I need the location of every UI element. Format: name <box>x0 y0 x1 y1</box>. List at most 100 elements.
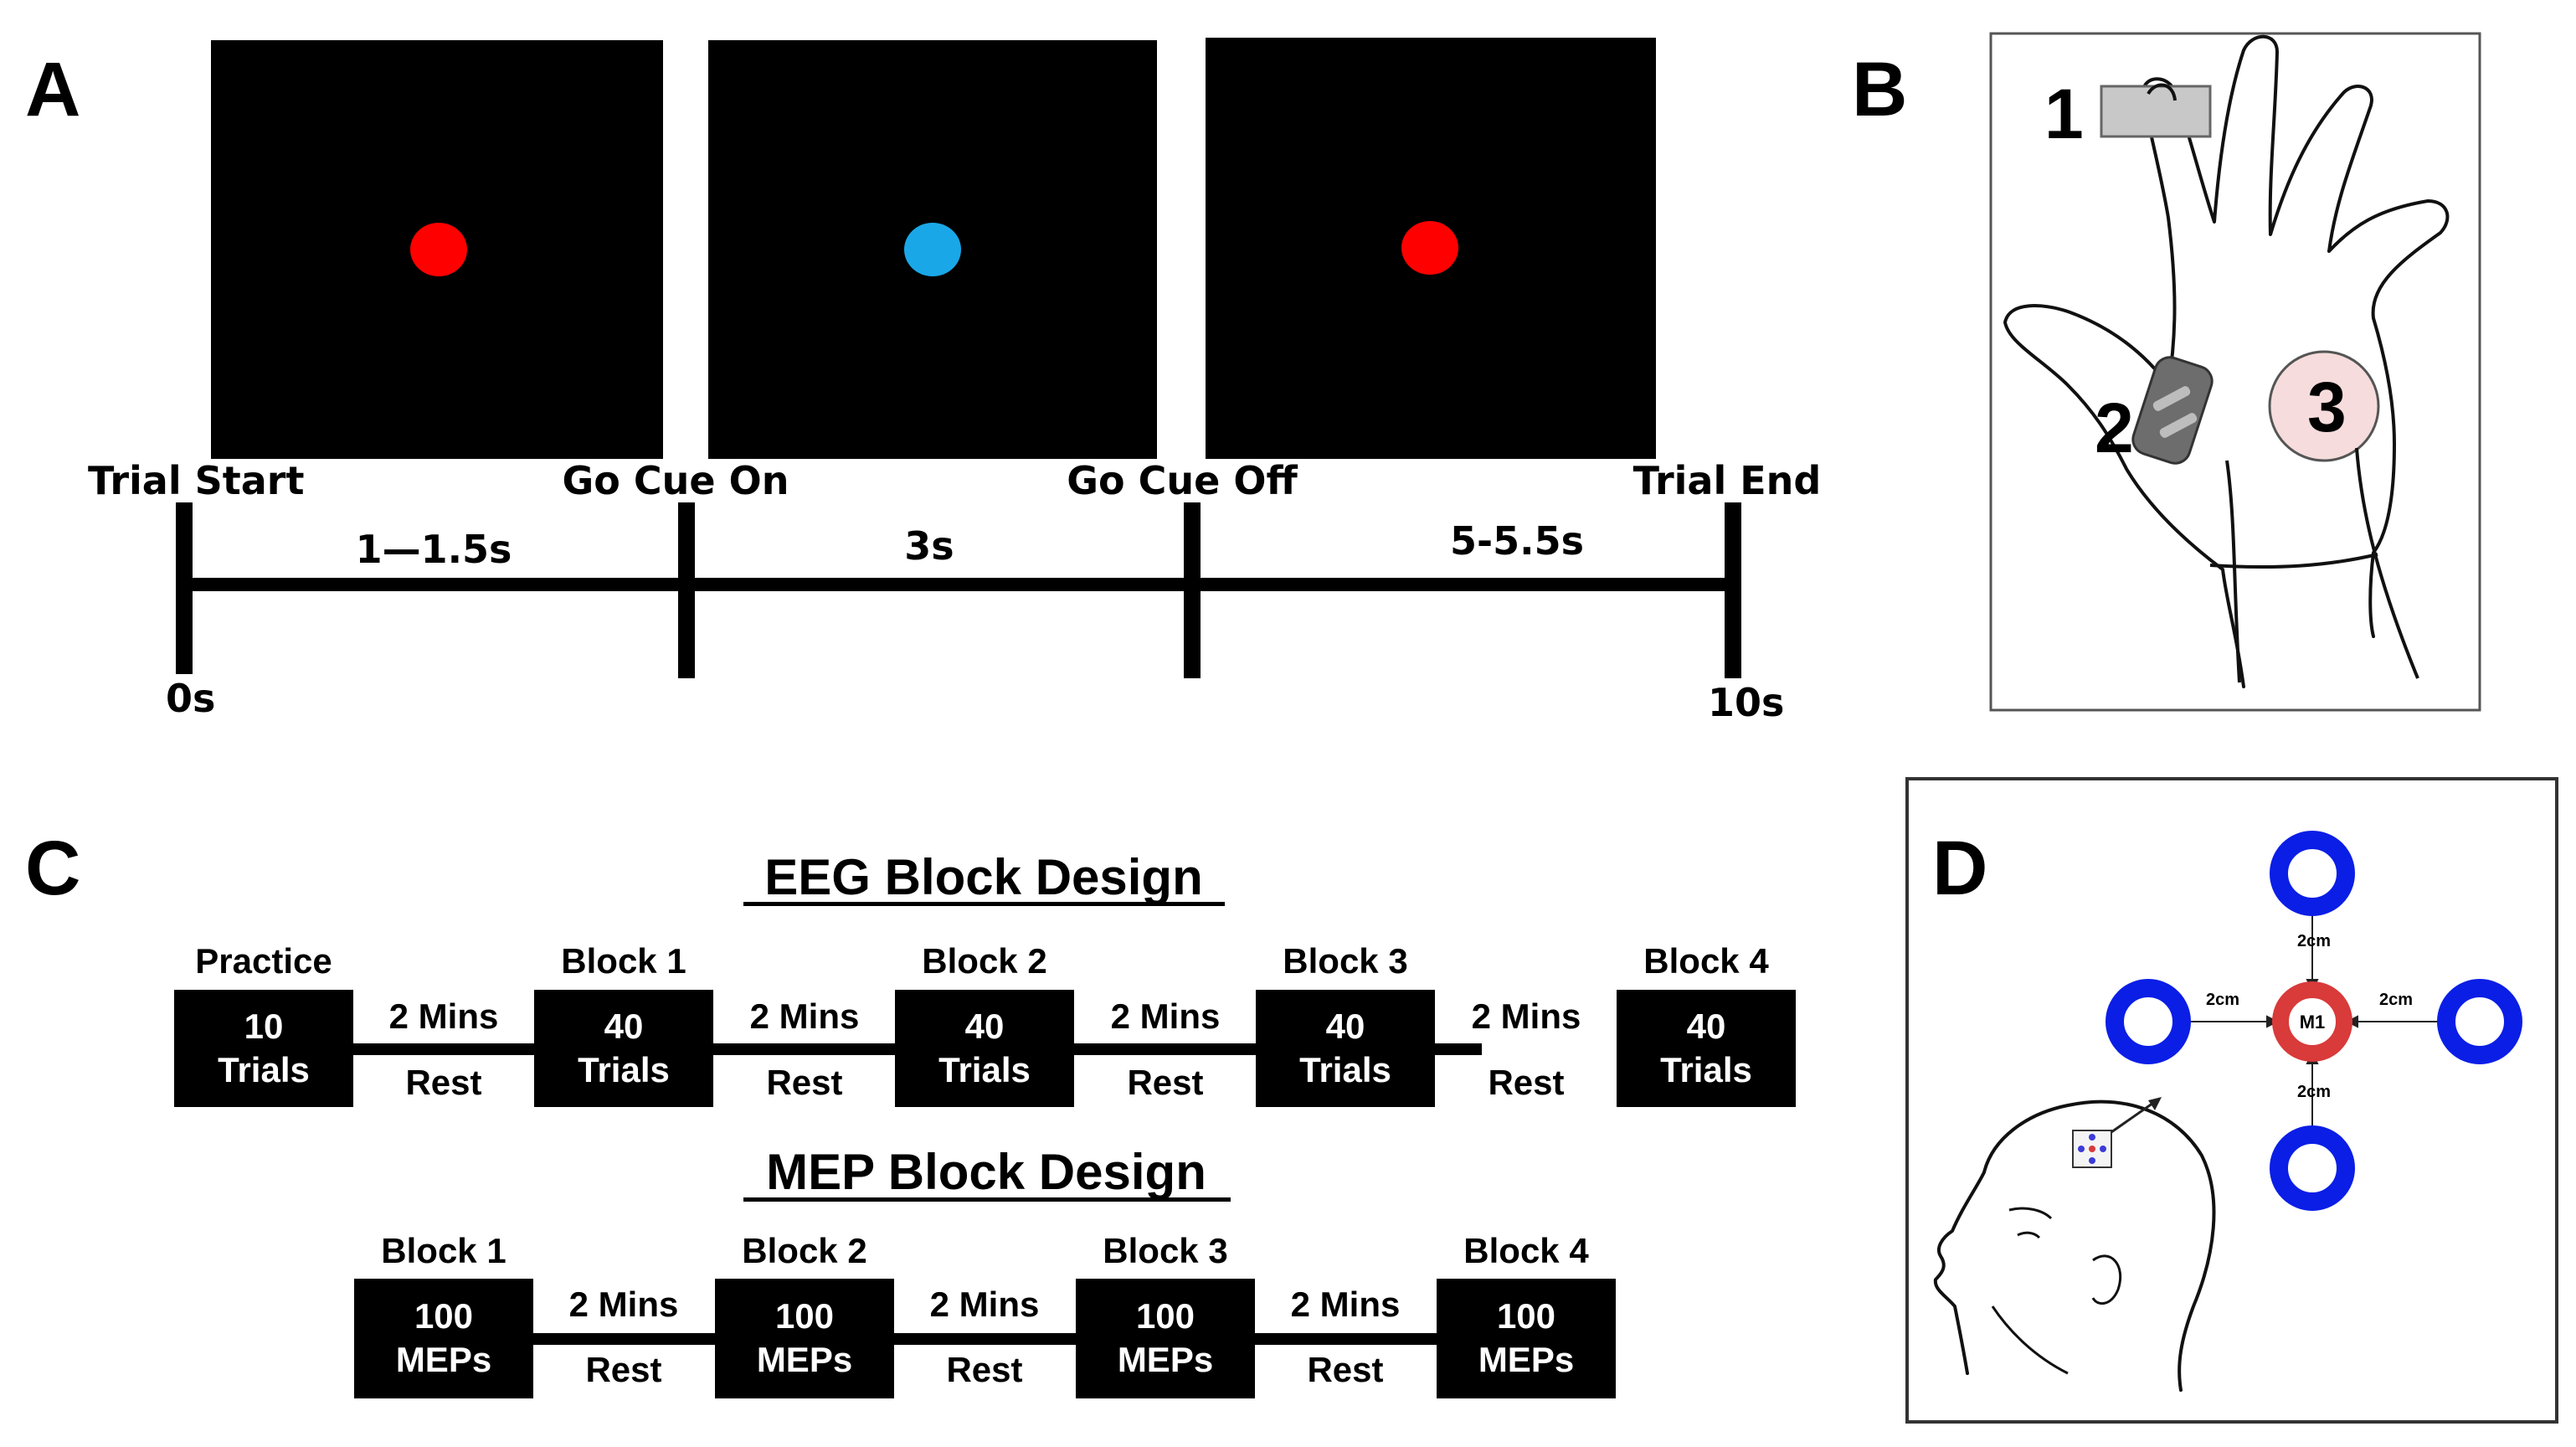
callout-arrow-head <box>2148 1097 2162 1110</box>
duration-go-cue: 3s <box>904 523 954 569</box>
rest-label: Rest <box>405 1063 481 1102</box>
distance-label-bottom: 2cm <box>2297 1083 2331 1101</box>
callout-arrow <box>2111 1099 2157 1134</box>
cue-dot-blue <box>904 223 961 276</box>
mep-block-label: Block 3 <box>1103 1231 1227 1270</box>
duration-baseline: 1—1.5s <box>356 527 512 572</box>
eeg-block-box <box>174 990 353 1107</box>
rest-duration: 2 Mins <box>930 1285 1040 1324</box>
rest-label: Rest <box>1307 1350 1383 1389</box>
event-go-cue-on: Go Cue On <box>563 458 789 503</box>
eeg-block-count: 40 <box>1326 1007 1365 1046</box>
hand-drawing <box>2003 34 2450 688</box>
eeg-block-3: Block 3 40 Trials <box>1256 941 1435 1107</box>
eeg-block-unit: Trials <box>1660 1050 1752 1089</box>
mep-block-label: Block 1 <box>381 1231 506 1270</box>
eeg-block-box <box>1617 990 1796 1107</box>
distance-label-left: 2cm <box>2206 991 2239 1009</box>
finger-tip-line <box>2147 83 2177 101</box>
mep-block-unit: MEPs <box>1478 1340 1574 1379</box>
panel-a: A Trial Start Go Cue On Go Cue Off Trial… <box>25 38 1821 725</box>
tick-trial-start <box>176 502 193 674</box>
tick-go-cue-off <box>1184 502 1201 678</box>
time-end-label: 10s <box>1708 680 1784 725</box>
label-1: 1 <box>2044 75 2084 153</box>
rest-duration: 2 Mins <box>389 996 499 1036</box>
duration-post-cue: 5-5.5s <box>1450 518 1584 564</box>
eeg-block-label: Practice <box>195 941 332 981</box>
m1-label: M1 <box>2300 1012 2326 1032</box>
eeg-block-2: Block 2 40 Trials <box>895 941 1074 1107</box>
mep-block-box <box>1437 1279 1616 1398</box>
eeg-block-count: 40 <box>965 1007 1005 1046</box>
mini-electrode-array <box>2078 1134 2106 1164</box>
panel-d-letter: D <box>1932 826 1987 911</box>
rest-label: Rest <box>766 1063 842 1102</box>
event-trial-end: Trial End <box>1633 458 1822 503</box>
mep-block-label: Block 2 <box>742 1231 866 1270</box>
eeg-block-box <box>534 990 713 1107</box>
jaw-line <box>1991 1305 2069 1375</box>
eeg-block-count: 40 <box>604 1007 644 1046</box>
eeg-block-count: 40 <box>1687 1007 1726 1046</box>
panel-b: B 1 2 3 <box>1852 32 2481 712</box>
electrode-frame <box>1905 777 2558 1424</box>
tick-go-cue-on <box>678 502 695 678</box>
panel-c-letter: C <box>25 826 80 911</box>
eeg-block-practice: Practice 10 Trials <box>174 941 353 1107</box>
mep-block-count: 100 <box>414 1296 473 1336</box>
event-go-cue-off: Go Cue Off <box>1067 458 1298 503</box>
eeg-title: EEG Block Design <box>764 849 1202 905</box>
mep-connector <box>532 1333 1437 1345</box>
mep-block-unit: MEPs <box>757 1340 852 1379</box>
panel-d: D 2cm 2cm 2cm 2cm M1 <box>1905 777 2558 1424</box>
mep-block-count: 100 <box>1136 1296 1195 1336</box>
rest-duration: 2 Mins <box>569 1285 679 1324</box>
mep-title: MEP Block Design <box>766 1144 1206 1200</box>
eeg-block-box <box>895 990 1074 1107</box>
rest-label: Rest <box>1127 1063 1203 1102</box>
electrode-posterior <box>2270 1125 2355 1211</box>
electrode-anterior <box>2270 831 2355 916</box>
timeline-axis <box>176 578 1741 591</box>
eeg-block-label: Block 1 <box>561 941 686 981</box>
mep-block-box <box>1076 1279 1255 1398</box>
electrode-left <box>2106 979 2191 1064</box>
eeg-block-count: 10 <box>244 1007 284 1046</box>
eeg-rest-periods: 2 Mins Rest 2 Mins Rest 2 Mins Rest 2 Mi… <box>389 996 1581 1102</box>
mep-block-unit: MEPs <box>396 1340 491 1379</box>
mep-rest-periods: 2 Mins Rest 2 Mins Rest 2 Mins Rest <box>569 1285 1401 1389</box>
tick-trial-end <box>1725 502 1741 678</box>
mep-block-count: 100 <box>1497 1296 1555 1336</box>
panel-b-letter: B <box>1852 47 1907 132</box>
mep-block-1: Block 1 100 MEPs <box>354 1231 533 1398</box>
cue-dot-red-2 <box>1401 221 1458 275</box>
eeg-block-label: Block 2 <box>922 941 1046 981</box>
eeg-block-1: Block 1 40 Trials <box>534 941 713 1107</box>
mep-title-underline <box>743 1197 1231 1202</box>
surround-electrodes <box>2106 831 2522 1211</box>
time-start-label: 0s <box>166 676 215 721</box>
eeg-block-unit: Trials <box>578 1050 670 1089</box>
sensor-2 <box>2131 356 2241 683</box>
panel-c: C EEG Block Design Practice 10 Trials Bl… <box>25 826 1796 1398</box>
event-trial-start: Trial Start <box>88 458 304 503</box>
panel-a-letter: A <box>25 47 80 132</box>
label-3: 3 <box>2307 368 2347 446</box>
cue-dot-red-1 <box>410 223 467 276</box>
mep-block-3: Block 3 100 MEPs <box>1076 1231 1255 1398</box>
distance-label-top: 2cm <box>2297 932 2331 950</box>
ear <box>2091 1254 2122 1305</box>
mep-block-4: Block 4 100 MEPs <box>1437 1231 1616 1398</box>
rest-duration: 2 Mins <box>1472 996 1581 1036</box>
screen-1 <box>211 40 663 459</box>
rest-label: Rest <box>585 1350 661 1389</box>
rest-label: Rest <box>1488 1063 1564 1102</box>
screen-3 <box>1206 38 1656 459</box>
eeg-block-unit: Trials <box>1299 1050 1391 1089</box>
mep-block-count: 100 <box>775 1296 834 1336</box>
eeg-block-label: Block 3 <box>1283 941 1407 981</box>
electrode-right <box>2437 979 2522 1064</box>
sensor-1 <box>2100 85 2212 138</box>
